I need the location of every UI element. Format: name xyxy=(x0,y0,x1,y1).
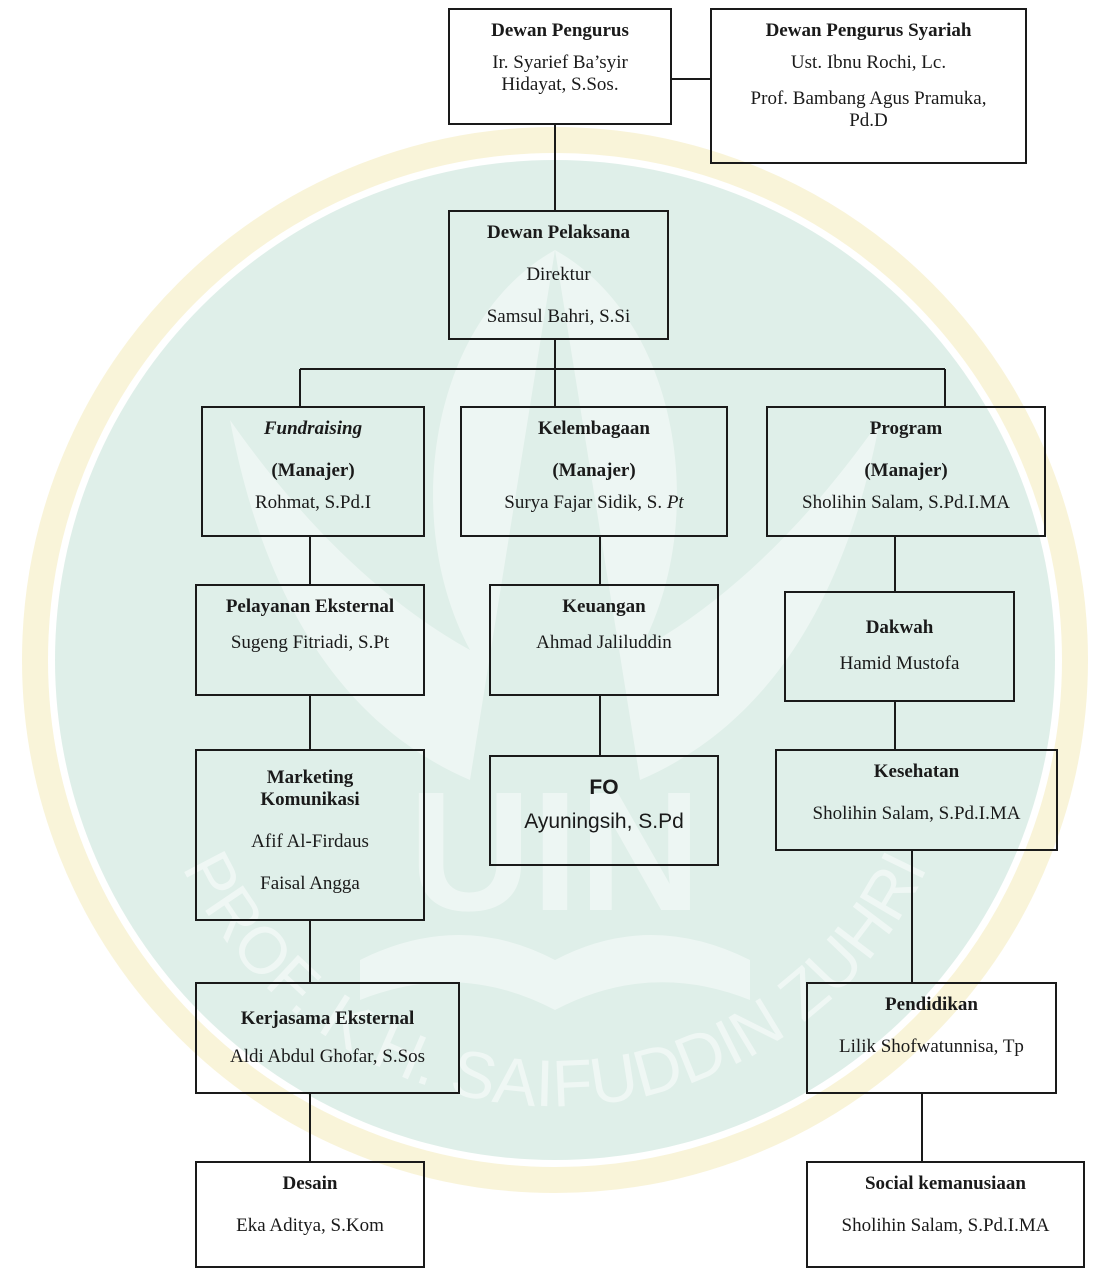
kerjasama-eksternal-name: Aldi Abdul Ghofar, S.Sos xyxy=(229,1046,426,1067)
pendidikan-name: Lilik Shofwatunnisa, Tp xyxy=(839,1036,1024,1057)
marketing-komunikasi-box: Marketing Komunikasi Afif Al-Firdaus Fai… xyxy=(195,749,425,921)
dewan-pelaksana-title: Dewan Pelaksana xyxy=(486,222,631,243)
kelembagaan-role: (Manajer) xyxy=(552,460,636,481)
dewan-syariah-title: Dewan Pengurus Syariah xyxy=(765,20,972,41)
fundraising-title: Fundraising xyxy=(263,418,363,439)
dewan-pelaksana-name: Samsul Bahri, S.Si xyxy=(486,306,631,327)
dewan-pengurus-name-line1: Ir. Syarief Ba’syir xyxy=(492,52,628,73)
desain-box: Desain Eka Aditya, S.Kom xyxy=(195,1161,425,1268)
social-kemanusiaan-title: Social kemanusiaan xyxy=(864,1173,1026,1194)
kesehatan-box: Kesehatan Sholihin Salam, S.Pd.I.MA xyxy=(775,749,1058,851)
watermark-disc xyxy=(55,160,1055,1160)
pelayanan-eksternal-name: Sugeng Fitriadi, S.Pt xyxy=(230,632,390,653)
fundraising-box: Fundraising (Manajer) Rohmat, S.Pd.I xyxy=(201,406,425,537)
watermark-book-icon xyxy=(360,935,750,1010)
dewan-pelaksana-box: Dewan Pelaksana Direktur Samsul Bahri, S… xyxy=(448,210,669,340)
kerjasama-eksternal-title: Kerjasama Eksternal xyxy=(240,1008,415,1029)
pendidikan-title: Pendidikan xyxy=(885,994,978,1015)
kesehatan-name: Sholihin Salam, S.Pd.I.MA xyxy=(812,803,1021,824)
kelembagaan-name-italic: Pt xyxy=(666,492,684,513)
program-title: Program xyxy=(869,418,943,439)
fo-title: FO xyxy=(589,776,619,799)
marketing-member2: Faisal Angga xyxy=(260,873,360,894)
kelembagaan-title: Kelembagaan xyxy=(538,418,650,439)
keuangan-box: Keuangan Ahmad Jaliluddin xyxy=(489,584,719,696)
dewan-pengurus-name-line2: Hidayat, S.Sos. xyxy=(501,74,619,95)
fundraising-role: (Manajer) xyxy=(271,460,355,481)
dakwah-box: Dakwah Hamid Mustofa xyxy=(784,591,1015,702)
social-kemanusiaan-box: Social kemanusiaan Sholihin Salam, S.Pd.… xyxy=(806,1161,1085,1268)
kesehatan-title: Kesehatan xyxy=(873,761,960,782)
marketing-title-line2: Komunikasi xyxy=(260,789,360,810)
dakwah-name: Hamid Mustofa xyxy=(839,653,960,674)
watermark-logo-text: UIN xyxy=(409,757,702,947)
dewan-pengurus-title: Dewan Pengurus xyxy=(491,20,629,41)
fundraising-name: Rohmat, S.Pd.I xyxy=(254,492,372,513)
program-name: Sholihin Salam, S.Pd.I.MA xyxy=(802,492,1010,513)
desain-title: Desain xyxy=(282,1173,338,1194)
dewan-syariah-member1: Ust. Ibnu Rochi, Lc. xyxy=(790,52,947,73)
dewan-pelaksana-role: Direktur xyxy=(526,264,591,285)
kelembagaan-name-main: Surya Fajar Sidik, S. xyxy=(504,492,667,513)
dewan-pengurus-box: Dewan Pengurus Ir. Syarief Ba’syir Hiday… xyxy=(448,8,672,125)
keuangan-title: Keuangan xyxy=(562,596,646,617)
program-role: (Manajer) xyxy=(864,460,948,481)
fo-box: FO Ayuningsih, S.Pd xyxy=(489,755,719,866)
fo-name: Ayuningsih, S.Pd xyxy=(524,810,684,833)
marketing-title-line1: Marketing xyxy=(266,767,354,788)
pelayanan-eksternal-box: Pelayanan Eksternal Sugeng Fitriadi, S.P… xyxy=(195,584,425,696)
pendidikan-box: Pendidikan Lilik Shofwatunnisa, Tp xyxy=(806,982,1057,1094)
kelembagaan-name: Surya Fajar Sidik, S. Pt xyxy=(504,492,683,514)
social-kemanusiaan-name: Sholihin Salam, S.Pd.I.MA xyxy=(841,1215,1050,1236)
keuangan-name: Ahmad Jaliluddin xyxy=(536,632,672,653)
kerjasama-eksternal-box: Kerjasama Eksternal Aldi Abdul Ghofar, S… xyxy=(195,982,460,1094)
desain-name: Eka Aditya, S.Kom xyxy=(236,1215,384,1236)
pelayanan-eksternal-title: Pelayanan Eksternal xyxy=(225,596,395,617)
dewan-syariah-box: Dewan Pengurus Syariah Ust. Ibnu Rochi, … xyxy=(710,8,1027,164)
dewan-syariah-member2-line1: Prof. Bambang Agus Pramuka, xyxy=(750,88,987,109)
dakwah-title: Dakwah xyxy=(865,617,934,638)
dewan-syariah-member2-line2: Pd.D xyxy=(849,110,888,131)
program-box: Program (Manajer) Sholihin Salam, S.Pd.I… xyxy=(766,406,1046,537)
kelembagaan-box: Kelembagaan (Manajer) Surya Fajar Sidik,… xyxy=(460,406,728,537)
marketing-member1: Afif Al-Firdaus xyxy=(251,831,369,852)
